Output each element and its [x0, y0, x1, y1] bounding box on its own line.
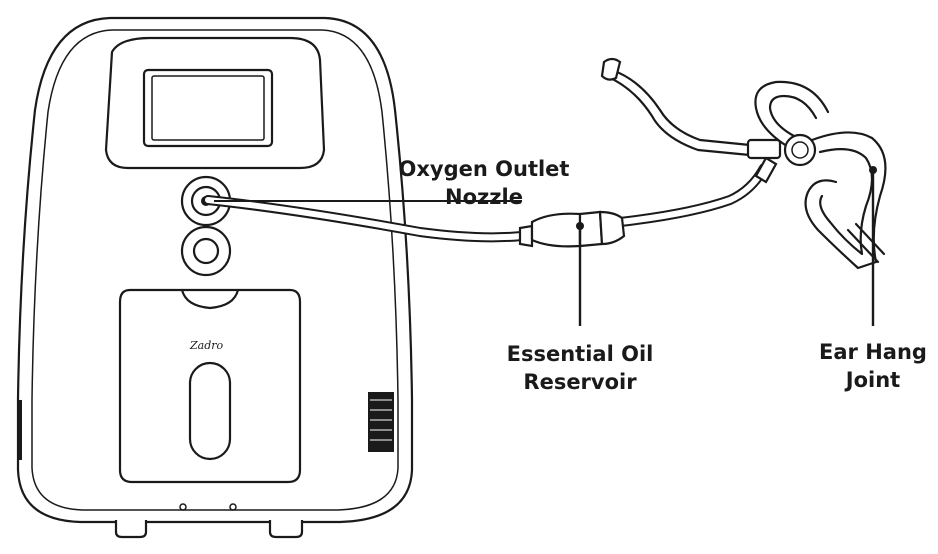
humidifier-panel	[118, 288, 302, 484]
oil-reservoir-label-line2: Reservoir	[523, 370, 637, 394]
headset-connector	[754, 156, 778, 184]
oil-reservoir-label-line1: Essential Oil	[507, 342, 654, 366]
ear-hang-label-line1: Ear Hang	[819, 340, 927, 364]
secondary-port-ring	[180, 225, 232, 277]
ear-hang-headset	[600, 57, 887, 270]
ear-loop	[804, 131, 887, 270]
ear-hang-pivot-inner	[791, 141, 809, 159]
device-body	[16, 16, 414, 524]
nasal-arm	[610, 68, 762, 148]
water-level-window	[188, 361, 232, 461]
device-body-inner-edge	[31, 29, 399, 511]
ear-hang-leader-dot	[869, 166, 877, 174]
left-foot	[114, 520, 148, 539]
callout-labels: Oxygen Outlet Nozzle Essential Oil Reser…	[399, 157, 927, 394]
ear-hook-inner	[768, 94, 818, 138]
left-side-vent	[18, 400, 22, 460]
display-screen	[142, 68, 274, 148]
side-vent	[368, 392, 394, 452]
tube-to-reservoir-core	[205, 197, 525, 241]
ear-hang-pivot	[783, 133, 817, 167]
oil-reservoir-leader-dot	[576, 222, 584, 230]
oxygen-outlet-label-line2: Nozzle	[445, 185, 523, 209]
callout-leaders	[214, 166, 877, 326]
oxygen-tubing	[203, 156, 778, 248]
display-screen-inner	[151, 75, 265, 141]
nasal-tip	[600, 57, 622, 81]
essential-oil-reservoir	[518, 210, 626, 248]
humidifier-panel-notch	[180, 288, 240, 310]
nasal-arm-lower	[604, 74, 762, 158]
ear-loop-tip	[846, 222, 886, 264]
bottom-indicator-right	[229, 503, 237, 511]
ear-hang-label-line2: Joint	[844, 368, 900, 392]
arm-sleeve	[746, 138, 782, 160]
right-foot	[268, 520, 304, 539]
ear-hook	[754, 80, 830, 150]
oxygen-concentrator-device: Zadro	[16, 16, 414, 539]
ear-loop-inner	[818, 147, 874, 256]
display-housing	[104, 36, 326, 170]
oxygen-outlet-label-line1: Oxygen Outlet	[399, 157, 570, 181]
brand-logo: Zadro	[189, 339, 224, 352]
bottom-indicator-left	[179, 503, 187, 511]
tube-to-headset-core	[617, 165, 767, 225]
secondary-port-inner	[192, 237, 220, 265]
